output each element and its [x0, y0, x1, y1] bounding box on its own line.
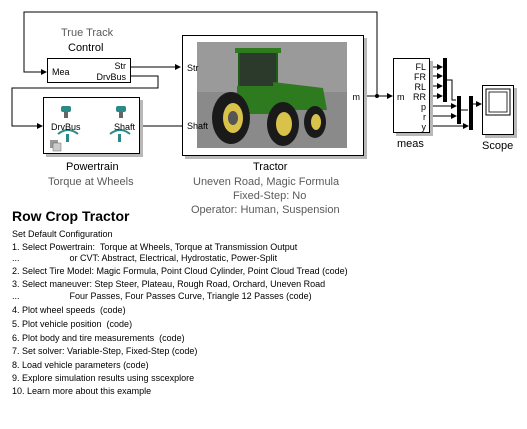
cmd-plot-body-tire[interactable]: 6. Plot body and tire measurements (code… — [12, 333, 185, 343]
control-port-str: Str — [114, 61, 126, 71]
signal-line-mux1-out[interactable] — [447, 79, 456, 101]
control-block-name: Control — [68, 42, 104, 54]
mux-block-wheels[interactable] — [443, 58, 447, 102]
control-port-drvbus: DrvBus — [96, 72, 126, 82]
model-title: Row Crop Tractor — [12, 208, 130, 224]
cmd-select-maneuver[interactable]: 3. Select maneuver: Step Steer, Plateau,… — [12, 279, 326, 289]
meas-port-y: y — [421, 122, 427, 132]
control-port-mea: Mea — [52, 67, 70, 77]
powertrain-block-name: Powertrain — [66, 161, 119, 173]
cmd-plot-wheel-speeds[interactable]: 4. Plot wheel speeds (code) — [12, 305, 126, 315]
cmd-learn-more[interactable]: 10. Learn more about this example — [12, 386, 152, 396]
meas-port-r: r — [423, 112, 426, 122]
cmd-select-powertrain-cvt[interactable]: ... or CVT: Abstract, Electrical, Hydros… — [12, 253, 278, 263]
scope-block[interactable] — [482, 85, 514, 135]
scope-block-name: Scope — [482, 140, 514, 152]
control-block[interactable]: Mea Str DrvBus — [47, 58, 131, 83]
powertrain-icon — [50, 106, 131, 152]
cmd-load-params[interactable]: 8. Load vehicle parameters (code) — [12, 360, 149, 370]
powertrain-port-drvbus: DrvBus — [51, 122, 81, 132]
powertrain-block[interactable]: DrvBus Shaft — [43, 97, 140, 154]
meas-block[interactable]: m FL FR RL RR p r y — [393, 58, 430, 133]
tractor-port-str: Str — [187, 63, 199, 73]
tractor-block-subtitle-3: Operator: Human, Suspension — [191, 204, 340, 216]
cmd-select-powertrain[interactable]: 1. Select Powertrain: Torque at Wheels, … — [12, 242, 298, 252]
cmd-plot-vehicle-position[interactable]: 5. Plot vehicle position (code) — [12, 319, 133, 329]
tractor-image — [197, 42, 347, 148]
tractor-block-subtitle-2: Fixed-Step: No — [233, 190, 307, 202]
tractor-block-name: Tractor — [253, 161, 288, 173]
tractor-block[interactable]: Str Shaft m — [182, 35, 364, 156]
meas-port-rl: RL — [414, 82, 426, 92]
cmd-set-solver[interactable]: 7. Set solver: Variable-Step, Fixed-Step… — [12, 346, 198, 356]
mux-block-body[interactable] — [457, 96, 461, 124]
cmd-explore-results[interactable]: 9. Explore simulation results using ssce… — [12, 373, 195, 383]
branch-point — [375, 94, 379, 98]
tractor-port-shaft: Shaft — [187, 121, 209, 131]
scope-icon — [485, 88, 511, 116]
powertrain-block-subtitle: Torque at Wheels — [48, 176, 134, 188]
cmd-select-maneuver-more[interactable]: ... Four Passes, Four Passes Curve, Tria… — [12, 291, 312, 301]
control-block-title: True Track — [61, 27, 114, 39]
meas-block-name: meas — [397, 138, 424, 150]
signal-line-drvbus[interactable] — [11, 75, 159, 129]
tractor-block-subtitle-1: Uneven Road, Magic Formula — [193, 176, 340, 188]
powertrain-port-shaft: Shaft — [113, 122, 135, 132]
meas-port-m: m — [397, 92, 405, 102]
set-default-config-link[interactable]: Set Default Configuration — [12, 229, 113, 239]
meas-port-p: p — [420, 102, 426, 112]
meas-port-fl: FL — [415, 62, 426, 72]
cmd-select-tire-model[interactable]: 2. Select Tire Model: Magic Formula, Poi… — [12, 266, 348, 276]
mux-block-all[interactable] — [469, 96, 473, 130]
model-canvas — [11, 11, 482, 130]
meas-port-rr: RR — [413, 92, 426, 102]
tractor-port-m: m — [352, 92, 361, 102]
meas-port-fr: FR — [414, 72, 426, 82]
